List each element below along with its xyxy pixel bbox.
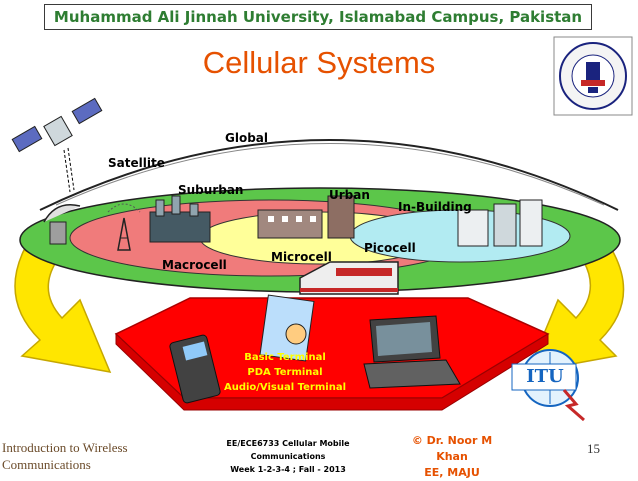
footer-left-line2: Communications bbox=[2, 457, 91, 472]
left-arrow bbox=[14, 249, 112, 373]
label-microcell: Microcell bbox=[271, 250, 332, 264]
university-header: Muhammad Ali Jinnah University, Islamaba… bbox=[44, 4, 592, 30]
university-seal-logo bbox=[553, 36, 633, 116]
itu-logo-text: ITU bbox=[526, 366, 564, 387]
footer-author-line2: EE, MAJU bbox=[424, 466, 480, 479]
label-urban: Urban bbox=[329, 188, 370, 202]
cell-tower-icon bbox=[107, 203, 141, 251]
label-suburban: Suburban bbox=[178, 183, 244, 197]
in-building-towers-icon bbox=[457, 199, 543, 247]
label-in-building: In-Building bbox=[398, 200, 472, 214]
suburban-buildings-icon bbox=[149, 195, 211, 243]
slide-number: 15 bbox=[587, 441, 600, 456]
pda-icon bbox=[259, 294, 315, 362]
footer-author: © Dr. Noor M Khan EE, MAJU bbox=[398, 433, 506, 481]
satellite-dish-icon bbox=[43, 204, 81, 245]
global-dome-inner-arc bbox=[55, 143, 605, 206]
footer-course-line2: Week 1-2-3-4 ; Fall - 2013 bbox=[230, 465, 346, 474]
label-global: Global bbox=[225, 131, 269, 145]
footer-left-line1: Introduction to Wireless bbox=[2, 440, 128, 455]
global-dome-arc bbox=[39, 139, 619, 211]
train-icon bbox=[299, 261, 399, 295]
label-av-terminal: Audio/Visual Terminal bbox=[223, 382, 347, 393]
slide-title: Cellular Systems bbox=[202, 45, 436, 80]
footer-author-line1: © Dr. Noor M Khan bbox=[411, 434, 493, 463]
footer-course-line1: EE/ECE6733 Cellular Mobile Communication… bbox=[226, 439, 350, 461]
footer-course-title: Introduction to Wireless Communications bbox=[2, 439, 128, 473]
urban-buildings-icon bbox=[257, 195, 355, 239]
label-satellite: Satellite bbox=[108, 156, 165, 170]
satellite-icon bbox=[11, 97, 103, 193]
label-macrocell: Macrocell bbox=[162, 258, 227, 272]
platform-edge bbox=[115, 332, 549, 411]
label-basic-terminal: Basic Terminal bbox=[244, 352, 326, 363]
itu-logo bbox=[511, 349, 585, 422]
footer-course-info: EE/ECE6733 Cellular Mobile Communication… bbox=[188, 437, 388, 476]
label-picocell: Picocell bbox=[364, 241, 416, 255]
laptop-icon bbox=[363, 315, 461, 389]
label-pda-terminal: PDA Terminal bbox=[247, 367, 323, 378]
mobile-phone-icon bbox=[169, 334, 221, 404]
